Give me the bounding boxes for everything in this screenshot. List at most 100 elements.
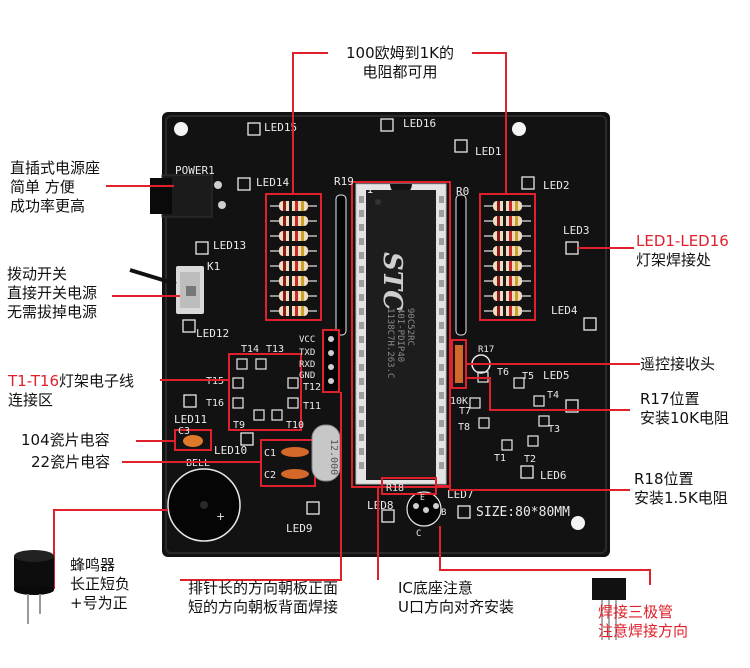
resistor — [279, 306, 308, 316]
annotation-switch-line1: 拨动开关 — [7, 265, 68, 283]
resistor-band — [289, 246, 292, 256]
resistor — [279, 246, 308, 256]
led-pad-13 — [195, 241, 209, 255]
mcu-chip — [366, 190, 436, 480]
silk-c3: C3 — [178, 426, 190, 437]
silk-b: B — [441, 508, 446, 518]
silk-t7: T7 — [459, 406, 471, 417]
resistor-band — [515, 201, 518, 211]
transistor-pin — [423, 507, 429, 513]
silk-c1: C1 — [264, 448, 276, 459]
led-pad-14 — [237, 177, 251, 191]
resistor-band — [295, 291, 298, 301]
chip-pin — [439, 322, 444, 329]
annotation-led-frame: LED1-LED16 灯架焊接处 — [636, 232, 729, 270]
resistor-band — [515, 216, 518, 226]
silk-t12: T12 — [303, 382, 321, 393]
resistor-band — [497, 201, 500, 211]
chip-pin — [359, 224, 364, 231]
transistor-pin — [413, 503, 419, 509]
silk-led7: LED7 — [447, 488, 474, 501]
resistor-band — [503, 276, 506, 286]
annotation-power-line3: 成功率更高 — [10, 197, 86, 215]
chip-pin — [439, 392, 444, 399]
t-pad — [513, 377, 525, 389]
led-pad-4 — [583, 317, 597, 331]
annotation-led-frame-line2: 灯架焊接处 — [636, 251, 712, 269]
led-pad-8 — [381, 509, 395, 523]
buzzer-component — [14, 550, 54, 624]
ic-socket-outline — [351, 181, 451, 488]
annotation-r17-line1: R17位置 — [640, 390, 700, 408]
resistor-band — [515, 291, 518, 301]
annotation-t-pads-line2: 连接区 — [8, 391, 54, 409]
chip-line3: 1138C7H.263.C — [385, 308, 395, 378]
cap-c3 — [183, 435, 203, 447]
t-pad — [533, 395, 545, 407]
silk-t14: T14 — [241, 344, 259, 355]
silk-t1: T1 — [494, 453, 506, 464]
chip-pin — [439, 308, 444, 315]
uart-header — [322, 329, 340, 393]
t-pad — [253, 409, 265, 421]
t-pad — [501, 439, 513, 451]
header-strip-right — [455, 194, 467, 336]
buzzer-hole — [200, 501, 208, 509]
resistor-band — [301, 231, 304, 241]
resistor-band — [295, 246, 298, 256]
chip-pin — [439, 252, 444, 259]
resistor-band — [283, 231, 286, 241]
chip-logo: STC — [377, 252, 407, 311]
silk-t13: T13 — [266, 344, 284, 355]
power-socket-front — [150, 178, 172, 214]
led-pad-7 — [457, 505, 471, 519]
power-socket-pin — [218, 201, 226, 209]
resistor-band — [497, 291, 500, 301]
annotation-cap-104: 104瓷片电容 — [21, 431, 110, 449]
cap-c1 — [281, 447, 309, 457]
led-pad-11 — [183, 394, 197, 408]
t-pad — [538, 415, 550, 427]
uart-pin — [328, 336, 334, 342]
annotation-ir: 遥控接收头 — [640, 355, 716, 373]
silk-t6: T6 — [497, 367, 509, 378]
power-socket-pin — [214, 181, 222, 189]
silk-e: E — [420, 493, 425, 502]
resistor — [493, 306, 522, 316]
silk-led8: LED8 — [367, 499, 394, 512]
silk-r0: R0 — [456, 185, 469, 198]
silk-led10: LED10 — [214, 444, 247, 457]
annotation-transistor: 焊接三极管 注意焊接方向 — [598, 603, 688, 641]
annotation-switch: 拨动开关 直接开关电源 无需拔掉电源 — [7, 265, 97, 322]
mount-hole — [174, 122, 188, 136]
silk-led13: LED13 — [213, 239, 246, 252]
ir-receiver — [455, 345, 463, 383]
chip-line2: 40I-PDIP40 — [395, 308, 405, 362]
cap-c2 — [281, 469, 309, 479]
t-pad — [527, 435, 539, 447]
resistor-band — [283, 276, 286, 286]
leader-transistor — [439, 526, 651, 585]
resistor-band — [503, 291, 506, 301]
led-pad-1 — [454, 139, 468, 153]
led-pad-12 — [182, 319, 196, 333]
buzzer-plus: + — [216, 510, 225, 523]
resistor-band — [509, 291, 512, 301]
resistor — [279, 276, 308, 286]
buzzer-top — [14, 550, 54, 562]
resistor-band — [289, 231, 292, 241]
t-pad — [236, 358, 248, 370]
t-pad — [287, 377, 299, 389]
chip-pin — [439, 238, 444, 245]
resistor-band — [295, 306, 298, 316]
chip-pin — [359, 196, 364, 203]
chip-pin — [439, 336, 444, 343]
led-pad-16 — [380, 118, 394, 132]
chip-pin — [439, 266, 444, 273]
transistor-body — [592, 578, 626, 600]
t-pad — [271, 409, 283, 421]
resistor — [493, 261, 522, 271]
chip-pin — [359, 308, 364, 315]
silk-c: C — [416, 529, 421, 539]
resistor-band — [283, 306, 286, 316]
